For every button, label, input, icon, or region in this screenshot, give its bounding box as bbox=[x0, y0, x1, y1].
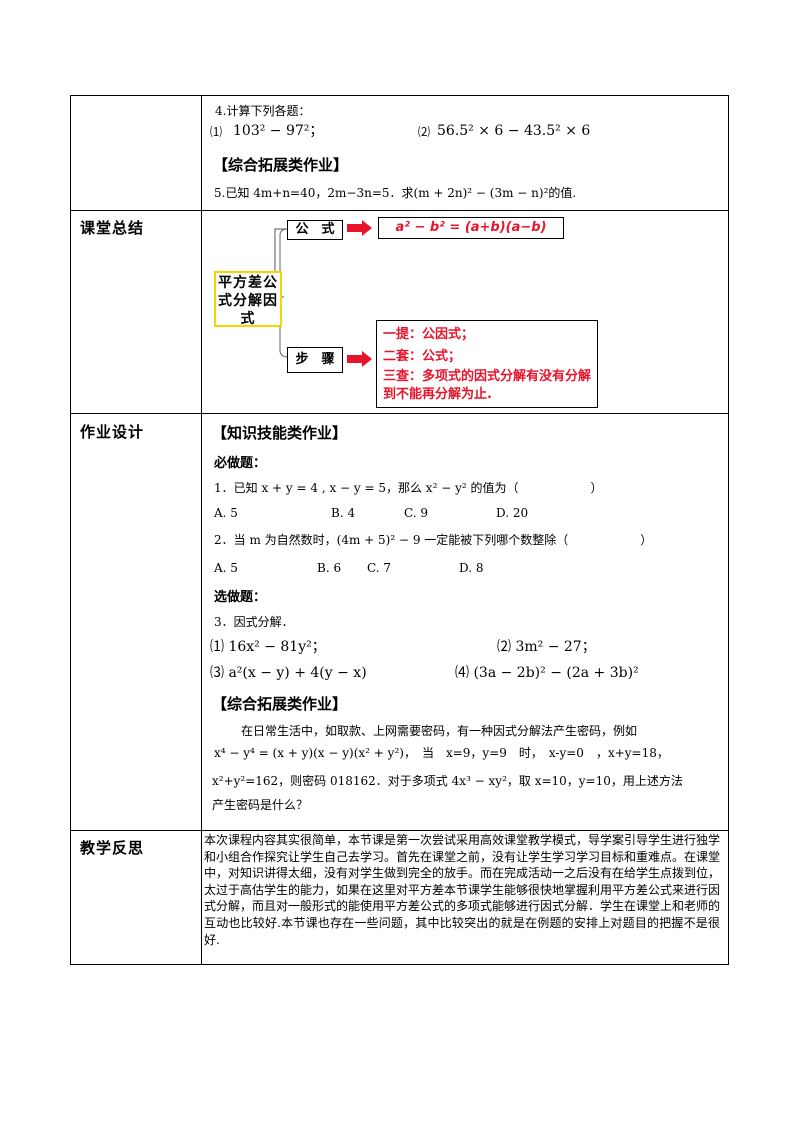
q2-option-d: D. 8 bbox=[459, 561, 484, 575]
row-divider bbox=[71, 830, 728, 831]
q3-item4: ⑷ (3a − 2b)² − (2a + 3b)² bbox=[455, 665, 639, 681]
connector-top bbox=[274, 228, 290, 285]
column-divider bbox=[201, 96, 202, 964]
required-label: 必做题： bbox=[214, 456, 267, 471]
lesson-table bbox=[70, 95, 729, 965]
summary-label: 课堂总结 bbox=[80, 219, 145, 237]
arrow-right-icon bbox=[347, 351, 372, 367]
steps-label: 步 骤 bbox=[295, 352, 335, 367]
extension-heading: 【综合拓展类作业】 bbox=[213, 156, 349, 174]
step-3: 三查：多项式的因式分解有没有分解到不能再分解为止. bbox=[383, 369, 592, 402]
center-concept-text: 平方差公式分解因式 bbox=[218, 275, 278, 327]
para-line-1: 在日常生活中，如取款、上网需要密码，有一种因式分解法产生密码，例如 bbox=[241, 724, 638, 738]
connector-upper bbox=[279, 228, 289, 279]
optional-label: 选做题： bbox=[214, 590, 267, 605]
reflection-text: 本次课程内容其实很简单，本节课是第一次尝试采用高效课堂教学模式，导学案引导学生进… bbox=[204, 833, 721, 947]
step-2: 二套：公式； bbox=[383, 349, 462, 364]
formula-value: a² − b² = (a+b)(a−b) bbox=[395, 220, 547, 235]
steps-box: 一提：公因式； 二套：公式； 三查：多项式的因式分解有没有分解到不能再分解为止. bbox=[376, 320, 598, 408]
q2-option-b: B. 6 bbox=[317, 561, 342, 575]
steps-label-box: 步 骤 bbox=[287, 347, 343, 373]
homework-label: 作业设计 bbox=[80, 423, 145, 441]
arrow-right-icon bbox=[347, 220, 372, 236]
q4-title: 4.计算下列各题： bbox=[215, 104, 311, 118]
para-line-3: x²+y²=162，则密码 018162．对于多项式 4x³ − xy²，取 x… bbox=[212, 774, 683, 788]
connector-lower bbox=[279, 315, 289, 358]
row-divider bbox=[71, 413, 728, 414]
q3-text: 3．因式分解． bbox=[214, 615, 294, 629]
formula-label-box: 公 式 bbox=[287, 220, 343, 240]
row-divider bbox=[71, 210, 728, 211]
q1-option-c: C. 9 bbox=[404, 506, 429, 520]
q4-item2-prefix: ⑵ bbox=[418, 125, 431, 139]
q2-option-c: C. 7 bbox=[367, 561, 392, 575]
center-concept-box: 平方差公式分解因式 bbox=[214, 271, 282, 327]
para-line-2: x⁴ − y⁴ = (x + y)(x − y)(x² + y²)， 当 x=9… bbox=[214, 746, 669, 760]
para-line-4: 产生密码是什么？ bbox=[212, 798, 309, 812]
q2-text: 2．当 m 为自然数时，(4m + 5)² − 9 一定能被下列哪个数整除（ ） bbox=[214, 533, 653, 547]
q3-item1: ⑴ 16x² − 81y²； bbox=[210, 639, 326, 655]
reflection-label: 教学反思 bbox=[80, 839, 145, 857]
q1-option-a: A. 5 bbox=[214, 506, 238, 520]
step-1: 一提：公因式； bbox=[383, 327, 475, 342]
formula-label: 公 式 bbox=[295, 222, 335, 237]
skills-heading: 【知识技能类作业】 bbox=[212, 424, 348, 442]
q1-option-d: D. 20 bbox=[496, 506, 529, 520]
q1-option-b: B. 4 bbox=[331, 506, 356, 520]
q3-item3: ⑶ a²(x − y) + 4(y − x) bbox=[210, 665, 367, 681]
q4-item2-expr: 56.5² × 6 − 43.5² × 6 bbox=[437, 123, 591, 139]
extension-heading-2: 【综合拓展类作业】 bbox=[212, 695, 348, 713]
q1-text: 1．已知 x + y = 4 , x − y = 5，那么 x² − y² 的值… bbox=[214, 481, 603, 495]
q4-item1-prefix: ⑴ bbox=[210, 125, 223, 139]
q2-option-a: A. 5 bbox=[214, 561, 238, 575]
q5-text: 5.已知 4m+n=40，2m−3n=5．求(m + 2n)² − (3m − … bbox=[214, 186, 577, 200]
summary-diagram bbox=[274, 220, 372, 367]
formula-value-box: a² − b² = (a+b)(a−b) bbox=[378, 217, 564, 239]
q4-item1-expr: 103² − 97²； bbox=[233, 123, 324, 139]
q3-item2: ⑵ 3m² − 27； bbox=[497, 639, 596, 655]
